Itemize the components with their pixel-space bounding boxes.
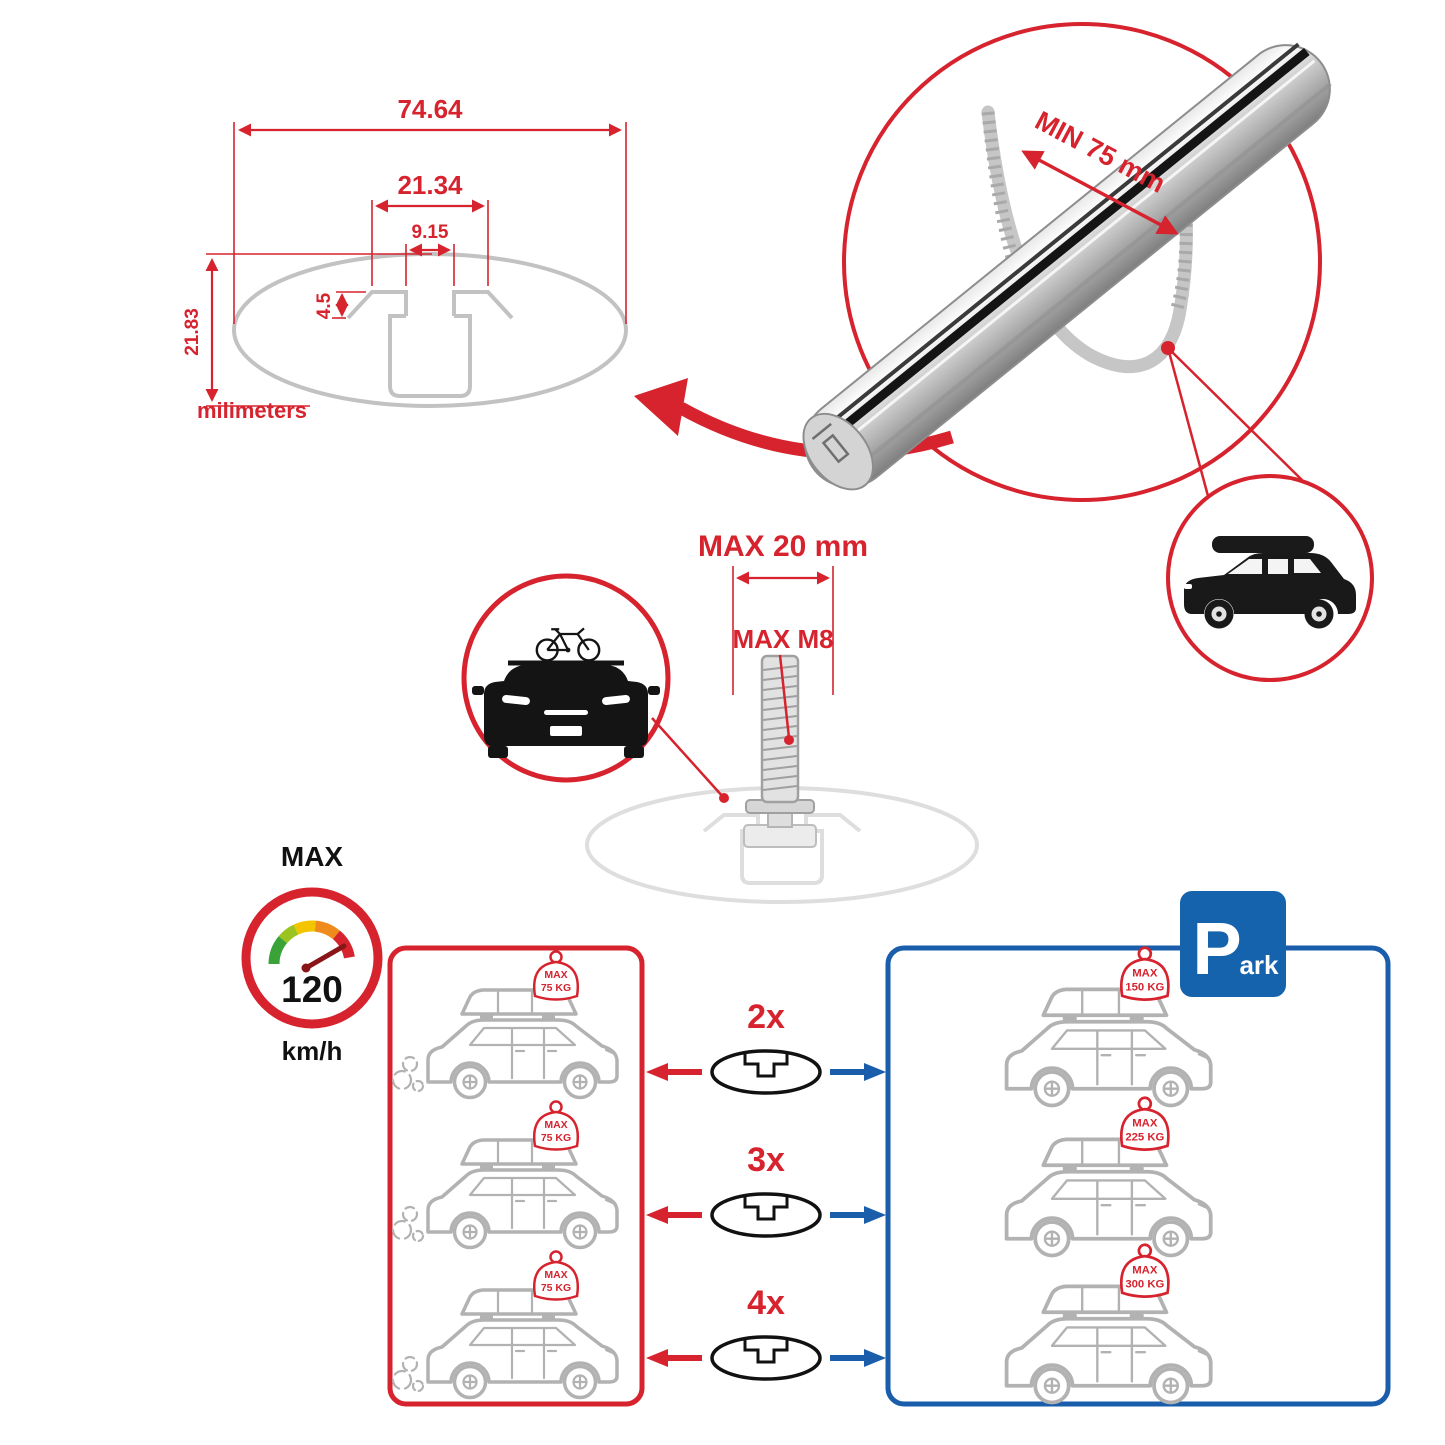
badge-max-label: MAX bbox=[1132, 967, 1158, 979]
gauge-needle bbox=[303, 943, 347, 971]
parking-sign-letter: P bbox=[1192, 907, 1241, 990]
badge-max-label: MAX bbox=[1132, 1264, 1158, 1276]
qty-row-2: 3x bbox=[646, 1141, 886, 1238]
profile-ellipse bbox=[232, 252, 628, 408]
dim-height-label: 21.83 bbox=[182, 308, 203, 356]
loaded-car-parked-2: MAX 225 KG bbox=[1004, 1096, 1213, 1258]
max-thread-label: MAX M8 bbox=[732, 624, 833, 654]
speed-max-label: MAX bbox=[281, 841, 344, 872]
dim-step-depth-label: 4.5 bbox=[314, 292, 335, 319]
arrow-right-icon bbox=[864, 1063, 886, 1081]
arrow-left-icon bbox=[646, 1349, 668, 1367]
parked-panel: MAX 150 KG MAX 225 KG MAX 300 KG bbox=[885, 891, 1391, 1407]
dim-height: 21.83 bbox=[182, 253, 432, 407]
dim-plateau-width: 21.34 bbox=[371, 170, 489, 286]
badge-load-value: 75 KG bbox=[541, 1282, 571, 1294]
loaded-car-driving-3: MAX 75 KG bbox=[391, 1250, 619, 1400]
max-length-dimension: MAX 20 mm bbox=[698, 530, 868, 695]
badge-max-label: MAX bbox=[544, 1119, 567, 1131]
parking-sign: P ark bbox=[1180, 891, 1286, 997]
right-headlight bbox=[602, 694, 630, 706]
dim-width-total: 74.64 bbox=[233, 94, 627, 324]
qty-row-1: 2x bbox=[646, 998, 886, 1095]
crossbar-oval-icon bbox=[710, 1335, 822, 1381]
arrow-left-icon bbox=[646, 1063, 668, 1081]
badge-load-value: 75 KG bbox=[541, 1132, 571, 1144]
quantity-rows: 2x 3x 4x bbox=[646, 998, 886, 1381]
max-thread-callout: MAX M8 bbox=[732, 624, 834, 745]
load-badge: MAX 300 KG bbox=[1119, 1243, 1170, 1298]
speed-unit: km/h bbox=[282, 1036, 343, 1066]
badge-load-value: 225 KG bbox=[1125, 1131, 1164, 1143]
speedometer: MAX 120 km/h bbox=[241, 841, 383, 1066]
dim-slot-width: 9.15 bbox=[405, 222, 455, 286]
license-plate bbox=[550, 726, 582, 736]
crossbar-photo-section: MIN 75 mm bbox=[802, 22, 1374, 682]
arrow-right-icon bbox=[864, 1349, 886, 1367]
badge-max-label: MAX bbox=[544, 969, 567, 981]
car-front-icon bbox=[472, 627, 660, 758]
right-mirror bbox=[648, 686, 660, 695]
qty-row-3: 4x bbox=[646, 1284, 886, 1381]
bolt-shaft bbox=[743, 654, 817, 848]
loaded-car-driving-1: MAX 75 KG bbox=[391, 950, 619, 1100]
load-badge: MAX 150 KG bbox=[1119, 946, 1170, 1001]
qty-label-4x: 4x bbox=[747, 1284, 785, 1322]
qty-label-2x: 2x bbox=[747, 998, 785, 1036]
cross-section-diagram: 74.64 21.34 9.15 4.5 21.83 milimeters bbox=[182, 94, 628, 423]
load-badge: MAX 75 KG bbox=[532, 1100, 580, 1151]
badge-load-value: 300 KG bbox=[1125, 1278, 1164, 1290]
qty-label-3x: 3x bbox=[747, 1141, 785, 1179]
badge-load-value: 150 KG bbox=[1125, 981, 1164, 993]
left-headlight bbox=[502, 694, 530, 706]
suv-roofbox-icon bbox=[1184, 536, 1356, 629]
crossbar-oval-icon bbox=[710, 1192, 822, 1238]
crossbar-oval-icon bbox=[710, 1049, 822, 1095]
dim-plateau-width-label: 21.34 bbox=[397, 170, 463, 200]
suv-roofbox-circle bbox=[1166, 474, 1374, 682]
parking-sign-rest: ark bbox=[1239, 950, 1279, 980]
roof-box bbox=[1212, 536, 1314, 553]
load-badge: MAX 75 KG bbox=[532, 1250, 580, 1301]
dim-slot-width-label: 9.15 bbox=[412, 222, 449, 243]
load-badge: MAX 75 KG bbox=[532, 950, 580, 1001]
profile-channel bbox=[346, 290, 514, 398]
badge-max-label: MAX bbox=[544, 1269, 567, 1281]
loaded-car-parked-3: MAX 300 KG bbox=[1004, 1243, 1213, 1405]
speed-value: 120 bbox=[281, 969, 343, 1010]
bicycle-icon bbox=[535, 627, 601, 662]
arrow-left-icon bbox=[646, 1206, 668, 1224]
magnifier-circle bbox=[842, 22, 1322, 502]
car-front-circle bbox=[461, 573, 729, 803]
driving-panel: MAX 75 KG MAX 75 KG MAX 75 KG bbox=[387, 945, 645, 1407]
arrow-right-icon bbox=[864, 1206, 886, 1224]
badge-max-label: MAX bbox=[1132, 1117, 1158, 1129]
max-length-label: MAX 20 mm bbox=[698, 530, 868, 563]
dim-width-total-label: 74.64 bbox=[397, 94, 463, 124]
pointer-to-suv-circle bbox=[1161, 341, 1303, 497]
left-mirror bbox=[472, 686, 484, 695]
units-label: milimeters bbox=[197, 398, 307, 423]
load-badge: MAX 225 KG bbox=[1119, 1096, 1170, 1151]
crossbar-render bbox=[802, 42, 1332, 491]
loaded-car-parked-1: MAX 150 KG bbox=[1004, 946, 1213, 1108]
badge-load-value: 75 KG bbox=[541, 982, 571, 994]
bolt-diagram: MAX 20 mm MAX M8 bbox=[461, 530, 979, 904]
loaded-car-driving-2: MAX 75 KG bbox=[391, 1100, 619, 1250]
dim-step-depth: 4.5 bbox=[314, 291, 366, 319]
